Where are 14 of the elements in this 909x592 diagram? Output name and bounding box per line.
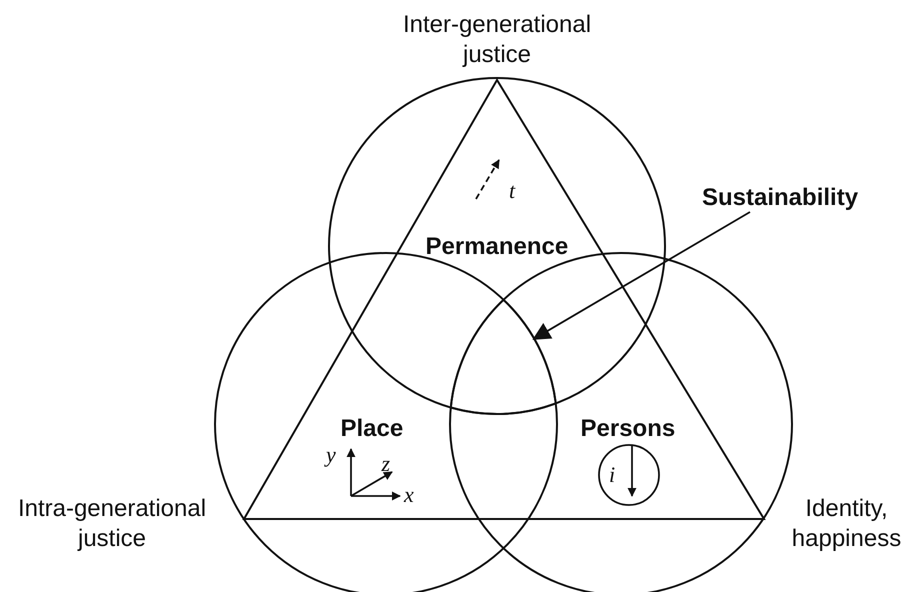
region-label: Permanence [426, 232, 568, 262]
region-label: Persons [580, 414, 676, 444]
axis-label: Intra-generational justice [16, 494, 208, 554]
variable-label: y [326, 444, 336, 466]
variable-label: i [609, 464, 616, 486]
variable-label: t [509, 180, 516, 202]
axis-label: Inter-generational justice [402, 10, 592, 70]
region-label: Place [340, 414, 404, 444]
overlap-region [450, 298, 557, 415]
variable-label: x [404, 484, 414, 506]
concept-label: Sustainability [702, 183, 858, 213]
leader-arrow [532, 211, 750, 340]
axis-label: Identity, happiness [790, 494, 902, 554]
variable-label: z [382, 453, 390, 475]
